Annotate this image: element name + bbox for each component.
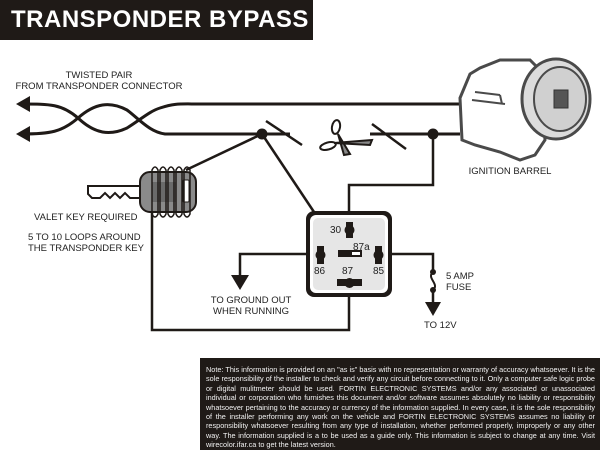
loops-label-2: THE TRANSPONDER KEY xyxy=(28,243,145,254)
cut-switch-left xyxy=(265,119,303,147)
relay-pin-87: 87 xyxy=(342,266,354,277)
twisted-pair-label-2: FROM TRANSPONDER CONNECTOR xyxy=(16,81,183,92)
valet-key-label: VALET KEY REQUIRED xyxy=(34,212,138,223)
relay-pin-85: 85 xyxy=(373,266,385,277)
ignition-barrel-label: IGNITION BARREL xyxy=(469,166,552,177)
ground-arrow-icon xyxy=(231,275,249,290)
fuse-label: 5 AMP xyxy=(446,271,474,282)
arrow-left-lower-icon xyxy=(16,126,30,142)
twisted-pair-label: TWISTED PAIR xyxy=(66,70,133,81)
ground-label: TO GROUND OUT xyxy=(211,295,292,306)
cut-switch-right xyxy=(371,122,407,151)
relay-pin-87a: 87a xyxy=(353,242,370,253)
title-bar: TRANSPONDER BYPASS xyxy=(0,0,313,40)
ignition-barrel-icon xyxy=(440,57,592,162)
diagram-title: TRANSPONDER BYPASS xyxy=(11,6,309,33)
fuse-icon xyxy=(425,269,441,316)
wire-85-to-fuse xyxy=(378,252,435,272)
twisted-pair-wires xyxy=(21,102,460,136)
ground-label-2: WHEN RUNNING xyxy=(213,306,289,317)
relay-icon xyxy=(306,211,392,297)
arrow-left-upper-icon xyxy=(16,96,30,112)
fuse-label-2: FUSE xyxy=(446,282,471,293)
key-icon xyxy=(87,171,197,213)
wire-to-key-loops xyxy=(185,132,263,172)
disclaimer-note: Note: This information is provided on an… xyxy=(200,358,600,450)
wire-87-to-key-loops xyxy=(150,210,351,332)
relay-pin-86: 86 xyxy=(314,266,326,277)
scissors-icon xyxy=(319,119,374,157)
relay-pin-30: 30 xyxy=(330,225,342,236)
loops-label: 5 TO 10 LOOPS AROUND xyxy=(28,232,141,243)
key-wire-loops xyxy=(151,166,191,218)
lower-wire xyxy=(21,103,262,136)
wire-to-30 xyxy=(347,134,435,228)
upper-wire xyxy=(21,102,460,135)
wire-86-to-ground xyxy=(238,252,320,275)
to-12v-label: TO 12V xyxy=(424,320,457,331)
